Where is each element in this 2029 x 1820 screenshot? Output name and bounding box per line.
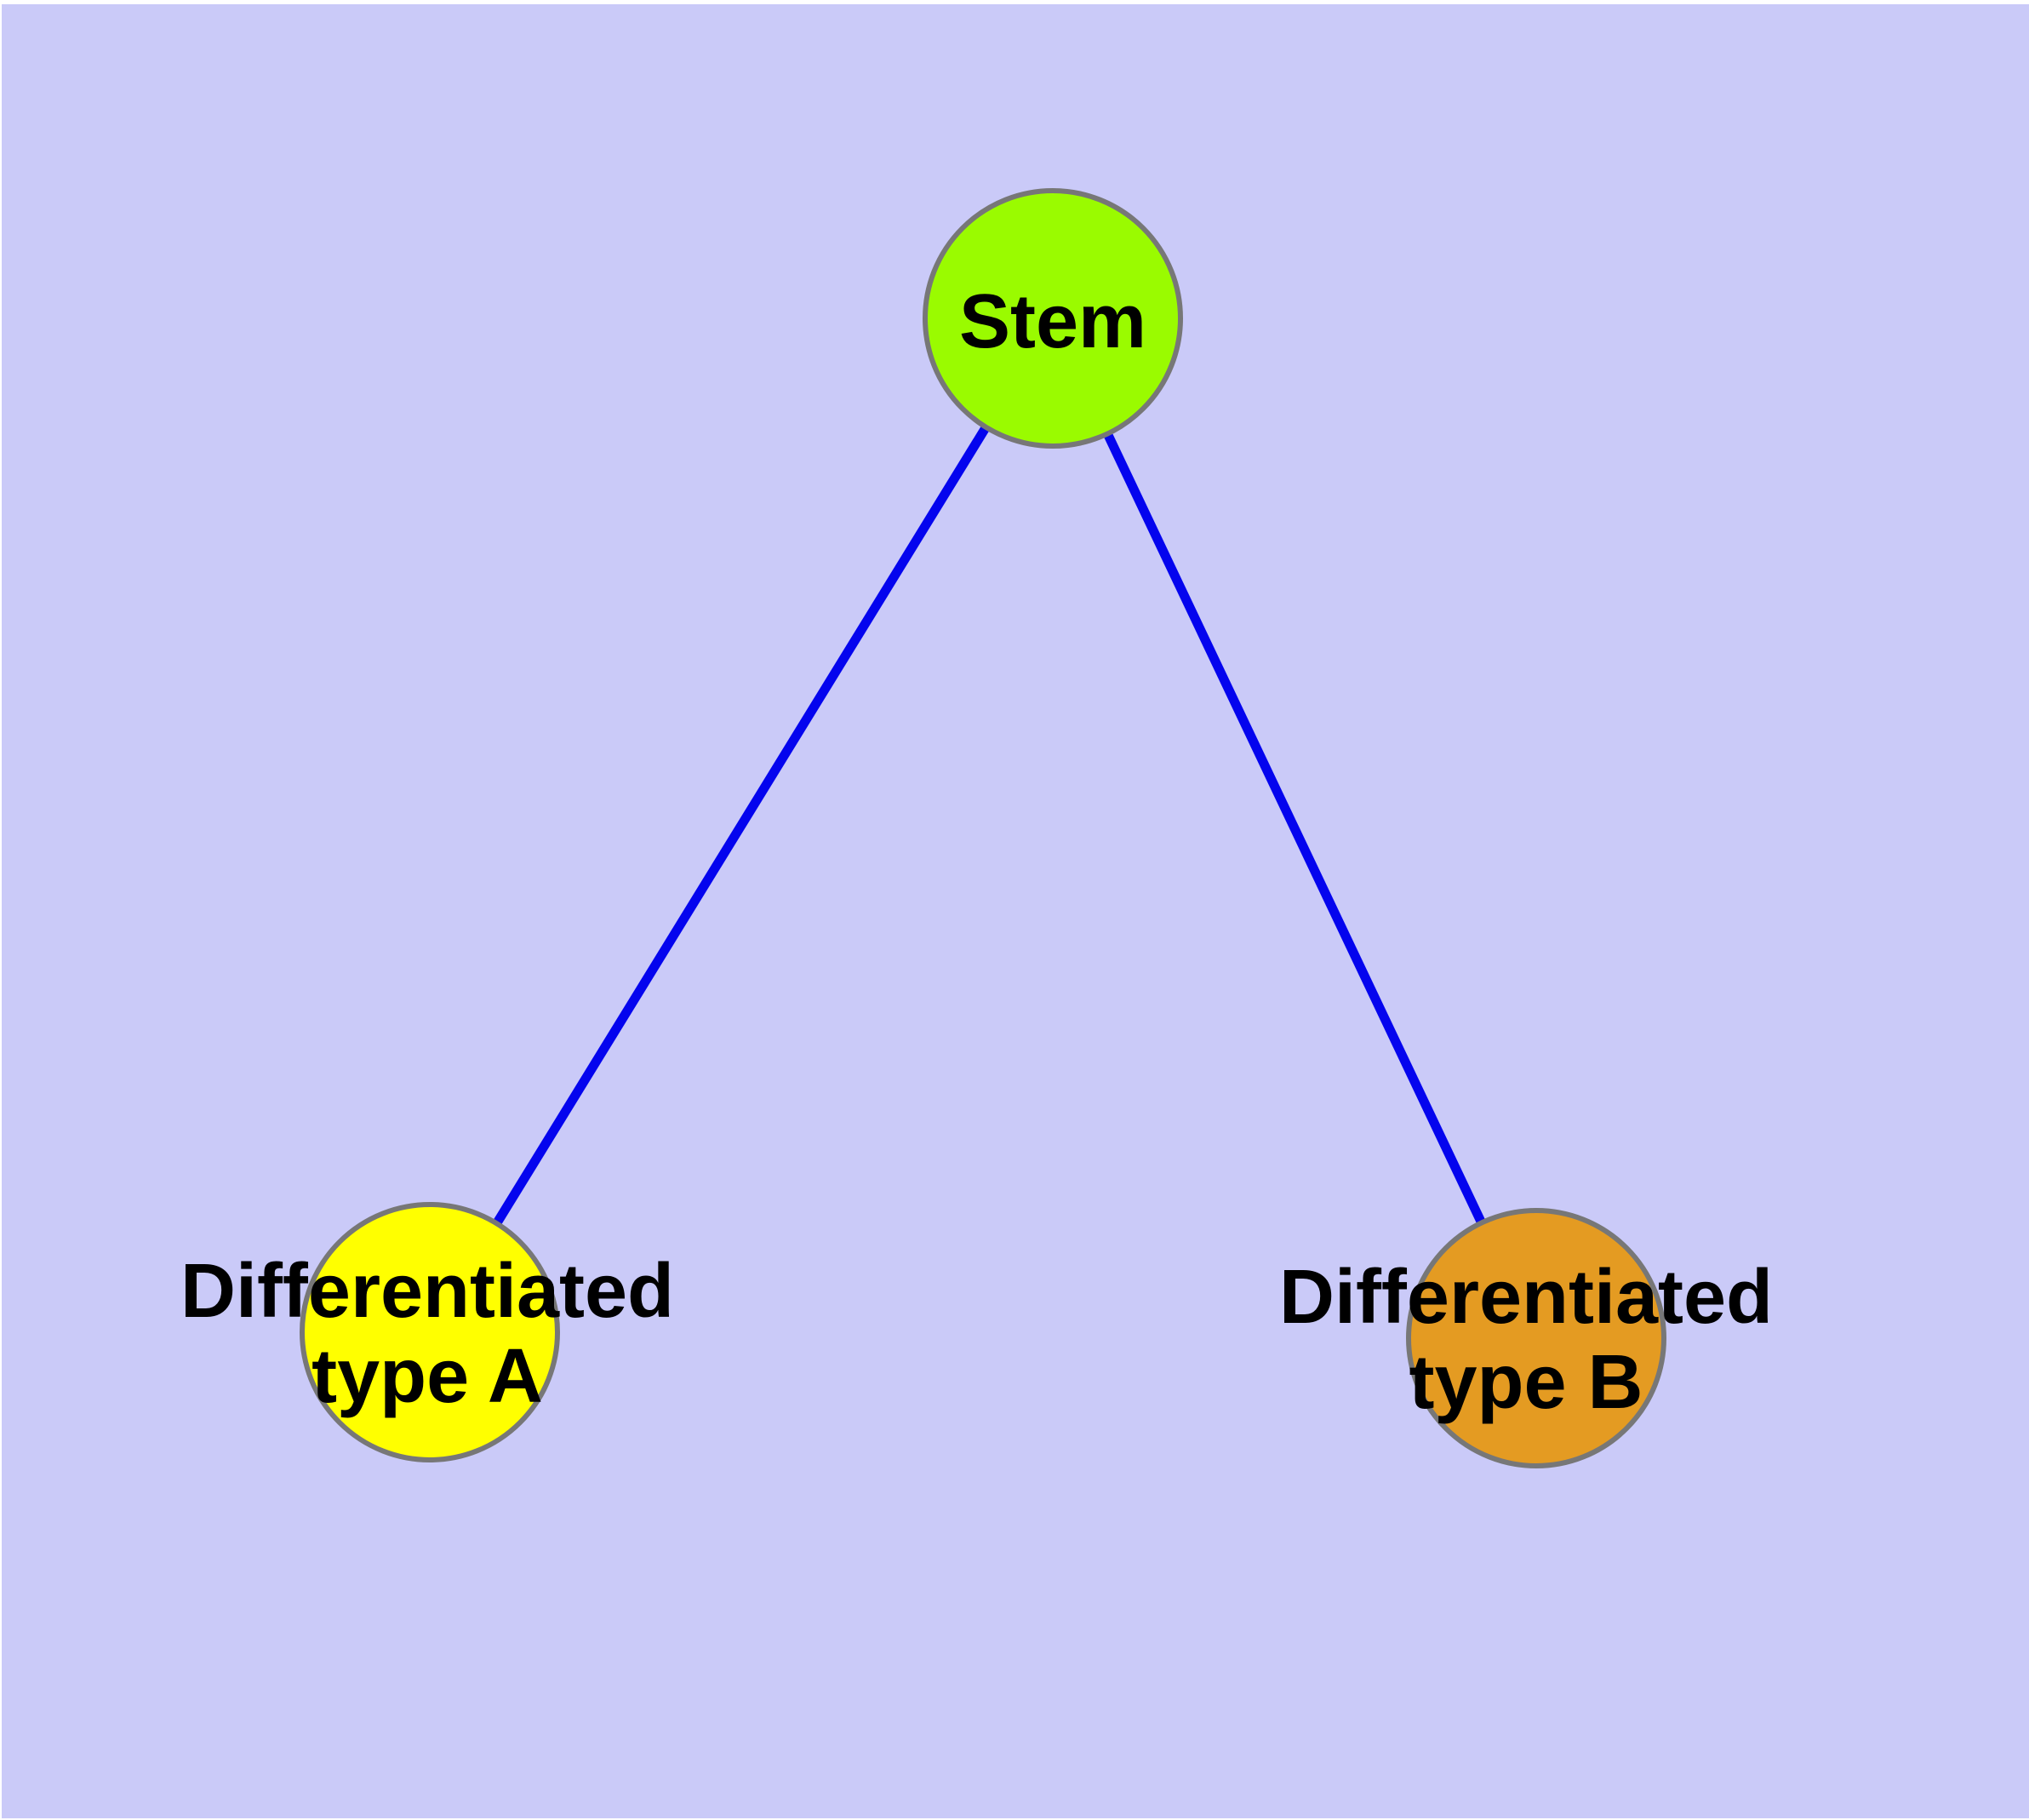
node-differentiated-type-b-label-line1: Differentiated bbox=[1279, 1255, 1773, 1340]
node-differentiated-type-a-label-line1: Differentiated bbox=[180, 1249, 674, 1334]
node-differentiated-type-a-label-line2: type A bbox=[311, 1334, 543, 1419]
edge-stem-to-type-b bbox=[1049, 316, 1540, 1341]
node-stem-circle bbox=[923, 188, 1183, 449]
node-differentiated-type-b-label-line2: type B bbox=[1409, 1340, 1643, 1425]
node-stem-label: Stem bbox=[959, 279, 1146, 364]
edge-stem-to-type-a bbox=[426, 316, 1057, 1335]
node-differentiated-type-a-circle bbox=[300, 1202, 560, 1462]
node-differentiated-type-b-circle bbox=[1406, 1208, 1666, 1468]
